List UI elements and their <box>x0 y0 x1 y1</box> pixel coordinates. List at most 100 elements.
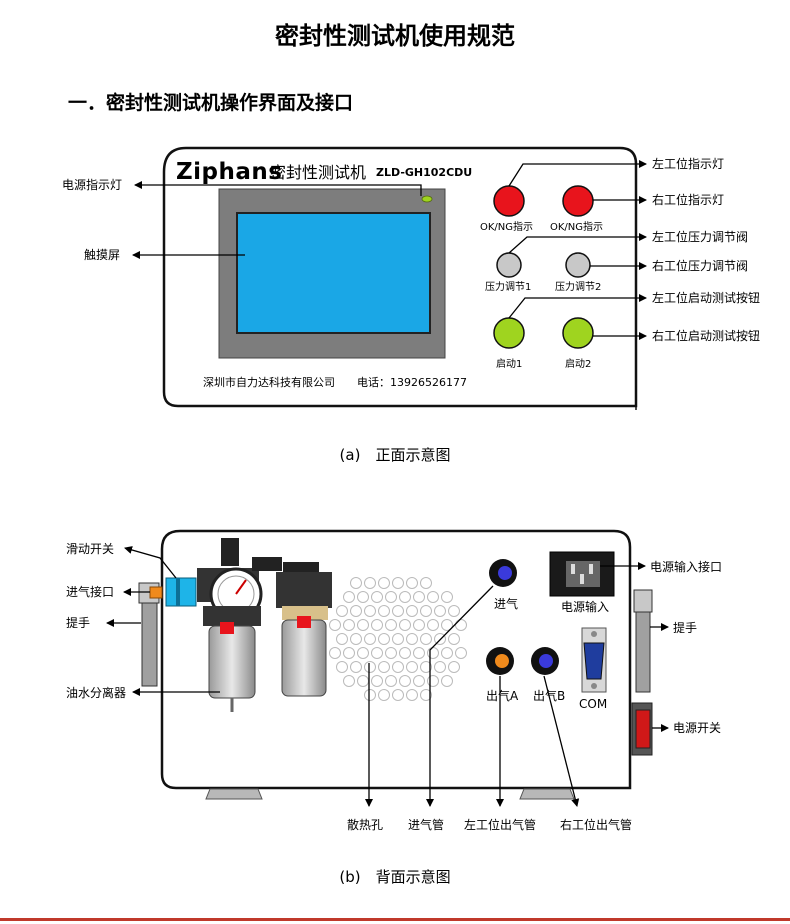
vent-hole <box>448 661 460 673</box>
vent-hole <box>420 577 432 589</box>
front-callout-lines <box>132 160 647 340</box>
callout-right-pressure-valve: 右工位压力调节阀 <box>652 259 749 273</box>
vent-hole <box>378 577 390 589</box>
vent-hole <box>357 591 369 603</box>
air-inlet-port[interactable] <box>149 586 163 599</box>
vent-hole <box>413 647 425 659</box>
callout-left-start: 左工位启动测试按钮 <box>652 291 761 305</box>
vent-hole <box>420 689 432 701</box>
power-input-socket[interactable] <box>549 551 615 597</box>
section-heading: 一．密封性测试机操作界面及接口 <box>68 92 354 114</box>
document-title: 密封性测试机使用规范 <box>275 22 515 50</box>
vent-hole <box>441 675 453 687</box>
left-foot <box>205 788 263 800</box>
out-b-port-core <box>539 654 553 668</box>
right-pressure-knob[interactable] <box>565 252 591 278</box>
label-out-b: 出气B <box>533 689 566 703</box>
pressure-2-label: 压力调节2 <box>555 282 602 293</box>
vent-hole <box>420 633 432 645</box>
oil-water-separator <box>197 538 263 712</box>
vent-hole <box>343 591 355 603</box>
vent-hole <box>350 633 362 645</box>
callout-power-switch: 电源开关 <box>673 721 722 735</box>
vent-hole <box>357 619 369 631</box>
callout-air-inlet: 进气接口 <box>66 585 115 599</box>
vent-hole <box>392 661 404 673</box>
vent-hole <box>406 661 418 673</box>
callout-air-in-tube: 进气管 <box>408 818 445 832</box>
vent-hole <box>378 689 390 701</box>
label-power-in: 电源输入 <box>561 600 610 614</box>
vent-hole <box>399 647 411 659</box>
right-ok-ng-indicator <box>562 185 594 217</box>
vent-hole <box>413 591 425 603</box>
callout-power-input-port: 电源输入接口 <box>650 560 723 574</box>
touch-screen[interactable] <box>236 212 431 334</box>
out-a-port-core <box>495 654 509 668</box>
com-port[interactable] <box>581 627 607 693</box>
vent-hole <box>406 689 418 701</box>
vent-hole <box>343 619 355 631</box>
start-button-1[interactable] <box>493 317 525 349</box>
vent-holes <box>329 577 467 701</box>
vent-hole <box>427 591 439 603</box>
vent-hole <box>427 647 439 659</box>
vent-hole <box>385 591 397 603</box>
bottom-rule <box>0 918 790 921</box>
callout-left-pressure-valve: 左工位压力调节阀 <box>652 230 749 244</box>
vent-hole <box>336 633 348 645</box>
label-com: COM <box>579 697 608 711</box>
left-ok-ng-label: OK/NG指示 <box>480 222 534 233</box>
vent-hole <box>343 675 355 687</box>
caption-back: (b) 背面示意图 <box>339 868 451 886</box>
vent-hole <box>406 577 418 589</box>
slide-switch[interactable] <box>165 577 197 607</box>
vent-hole <box>455 647 467 659</box>
vent-hole <box>378 605 390 617</box>
start-button-2[interactable] <box>562 317 594 349</box>
company-name: 深圳市自力达科技有限公司 <box>203 376 335 389</box>
label-out-a: 出气A <box>486 689 519 703</box>
vent-hole <box>434 661 446 673</box>
power-switch[interactable] <box>631 702 653 756</box>
vent-hole <box>392 689 404 701</box>
right-ok-ng-label: OK/NG指示 <box>550 222 604 233</box>
callout-right-out-tube: 右工位出气管 <box>560 818 633 832</box>
vent-hole <box>371 591 383 603</box>
left-pressure-knob[interactable] <box>496 252 522 278</box>
vent-hole <box>392 605 404 617</box>
vent-hole <box>413 675 425 687</box>
start-1-label: 启动1 <box>496 359 523 370</box>
vent-hole <box>357 675 369 687</box>
right-handle[interactable] <box>633 589 653 693</box>
vent-hole <box>441 647 453 659</box>
label-air-in: 进气 <box>494 597 519 611</box>
back-callout-lines <box>106 546 669 807</box>
vent-hole <box>399 591 411 603</box>
vent-hole <box>364 577 376 589</box>
vent-hole <box>385 675 397 687</box>
vent-hole <box>329 619 341 631</box>
vent-hole <box>350 577 362 589</box>
pressure-1-label: 压力调节1 <box>485 282 532 293</box>
vent-hole <box>427 675 439 687</box>
right-foot <box>519 788 575 800</box>
vent-hole <box>406 633 418 645</box>
vent-hole <box>392 633 404 645</box>
vent-hole <box>399 619 411 631</box>
vent-hole <box>371 647 383 659</box>
vent-hole <box>364 661 376 673</box>
vent-hole <box>448 633 460 645</box>
vent-hole <box>434 605 446 617</box>
vent-hole <box>364 605 376 617</box>
callout-right-start: 右工位启动测试按钮 <box>652 329 761 343</box>
vent-hole <box>378 661 390 673</box>
vent-hole <box>406 605 418 617</box>
vent-hole <box>371 619 383 631</box>
vent-hole <box>336 661 348 673</box>
vent-hole <box>392 577 404 589</box>
callout-touch-screen: 触摸屏 <box>84 248 121 262</box>
model-number: ZLD-GH102CDU <box>376 166 473 179</box>
callout-oil-water-separator: 油水分离器 <box>66 686 127 700</box>
